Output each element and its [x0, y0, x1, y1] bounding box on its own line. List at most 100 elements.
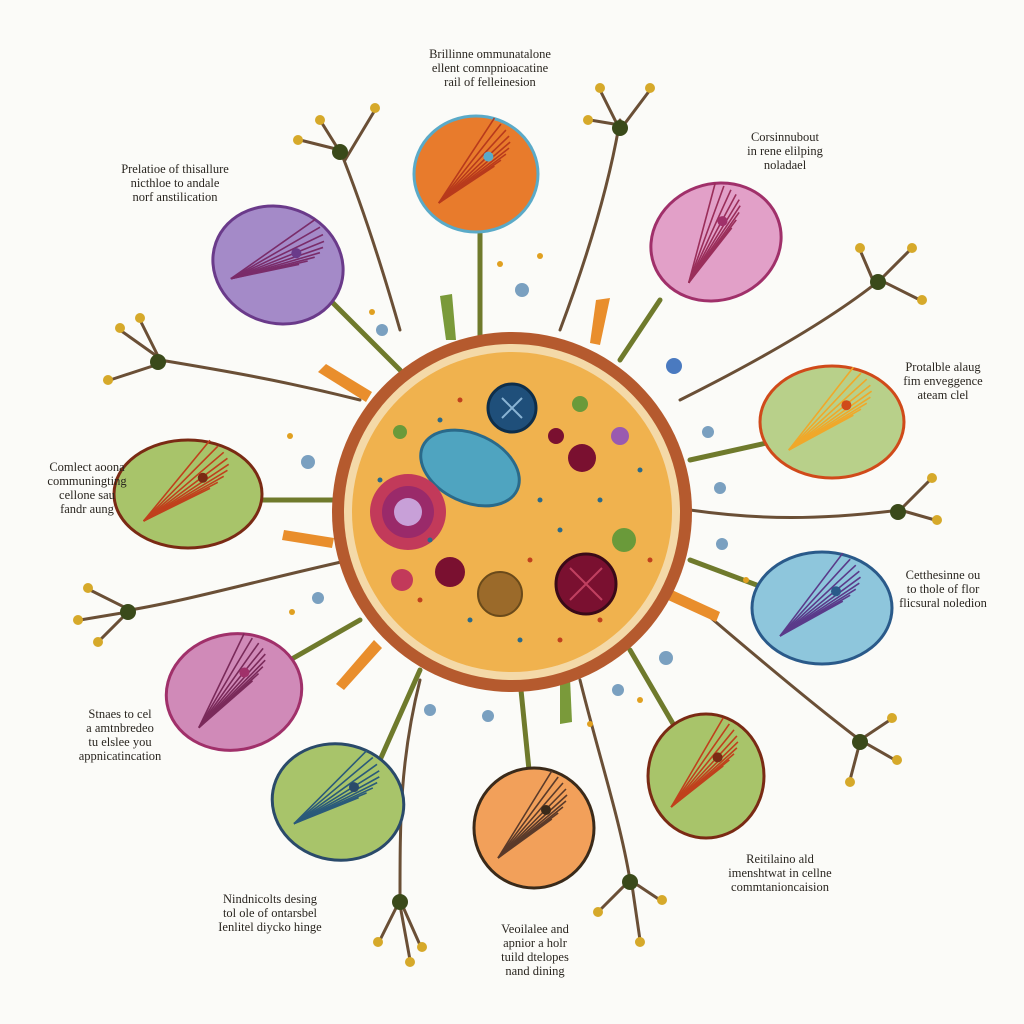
nucleus-red-small — [568, 444, 596, 472]
pod-bottom-right-green — [646, 712, 766, 840]
pod-vein — [198, 680, 254, 729]
label-line: Corsinnubout — [750, 130, 820, 144]
root-knots — [120, 120, 906, 910]
pod-vein — [497, 788, 567, 859]
pod-vein — [788, 414, 854, 451]
pod-vein — [687, 182, 717, 284]
pod-vein — [230, 233, 324, 280]
pod-vein — [779, 600, 844, 637]
label-line: in rene elilping — [747, 144, 823, 158]
pod-vein — [143, 457, 228, 522]
pod-top-red — [412, 114, 540, 234]
pod-vein — [497, 770, 553, 859]
pod-vein — [293, 770, 380, 825]
label-line: Nindnicolts desing — [222, 892, 318, 906]
pod-vein — [670, 735, 738, 808]
pod-dot — [712, 752, 723, 763]
label-line: Brillinne ommunatalone — [429, 47, 551, 61]
pod-vein — [293, 749, 368, 825]
pod-bottom-left-green — [270, 742, 406, 862]
pod-vein — [293, 796, 359, 825]
pod-left-green — [112, 438, 264, 550]
label-line: Reitilaino ald — [746, 852, 814, 866]
cell-spikes — [282, 298, 720, 690]
pod-vein — [670, 723, 730, 808]
spike-left-upper — [318, 364, 372, 402]
pod-vein — [198, 633, 245, 728]
spike-left — [282, 530, 334, 548]
label-line: Prelatioe of thisallure — [121, 162, 229, 176]
pod-vein — [779, 564, 857, 637]
pod-vein — [779, 558, 851, 637]
pod-vein — [688, 193, 737, 284]
label-line: tol ole of ontarsbel — [222, 906, 318, 920]
label-line: apnior a holr — [503, 936, 567, 950]
pod-dot — [291, 248, 302, 259]
label-line: appnicatincation — [78, 749, 162, 763]
pod-vein — [497, 776, 559, 859]
label-line: Cetthesinne ou — [905, 568, 981, 582]
pod-vein — [497, 818, 553, 859]
label-line: communingting — [47, 474, 127, 488]
pod-vein — [779, 570, 860, 637]
label-line: norf anstilication — [132, 190, 218, 204]
pod-dot — [483, 151, 494, 162]
pod-vein — [688, 227, 733, 284]
pod-vein — [198, 647, 264, 729]
label-line: tu elslee you — [88, 735, 152, 749]
label-line: Comlect aoona — [49, 460, 125, 474]
green-spikes — [440, 294, 572, 724]
label-line: fim enveggence — [903, 374, 983, 388]
pod-lower-left-pink — [164, 632, 304, 752]
mitochondrion — [419, 428, 521, 508]
label-line: Protalble alaug — [905, 360, 981, 374]
pod-stems — [257, 227, 783, 783]
pod-vein — [788, 378, 868, 451]
pod-vein — [143, 487, 211, 522]
label-line: noladael — [763, 158, 807, 172]
pod-dot — [239, 667, 250, 678]
label-line: Veoilalee and — [501, 922, 569, 936]
pod-vein — [438, 123, 502, 204]
label-line: nand dining — [505, 964, 565, 978]
flower-buds — [73, 83, 942, 967]
pod-vein — [670, 717, 724, 808]
central-cell — [332, 332, 692, 692]
pod-vein — [143, 451, 225, 522]
pod-dot — [541, 805, 551, 815]
pod-vein — [788, 372, 862, 451]
label-line: tuild dtelopes — [501, 950, 569, 964]
pod-vein — [142, 439, 211, 522]
pod-vein — [230, 218, 317, 280]
pod-dot — [717, 216, 728, 227]
pod-vein — [438, 135, 510, 204]
scattered-florets — [301, 283, 728, 722]
label-line: imenshtwat in cellne — [728, 866, 832, 880]
pod-vein — [779, 552, 844, 637]
pod-vein — [687, 185, 725, 284]
pod-vein — [687, 189, 732, 284]
pod-upper-left-purple — [211, 204, 345, 326]
pod-upper-right-pink — [649, 181, 783, 303]
spike-right — [668, 590, 720, 622]
pod-right-green — [758, 364, 906, 480]
pod-vein — [788, 366, 855, 451]
pod-dot — [349, 782, 360, 793]
pod-vein — [788, 384, 871, 451]
pod-vein — [293, 763, 378, 825]
pod-vein — [497, 782, 564, 859]
spike-top-right — [590, 298, 610, 345]
label-line: fandr aung — [60, 502, 114, 516]
pods — [112, 114, 906, 890]
pod-vein — [293, 756, 374, 825]
label-line: rail of felleinesion — [444, 75, 536, 89]
pod-vein — [198, 637, 253, 729]
pod-vein — [143, 445, 219, 522]
label-line: ateam clel — [917, 388, 969, 402]
spike-lower-left — [336, 640, 382, 690]
